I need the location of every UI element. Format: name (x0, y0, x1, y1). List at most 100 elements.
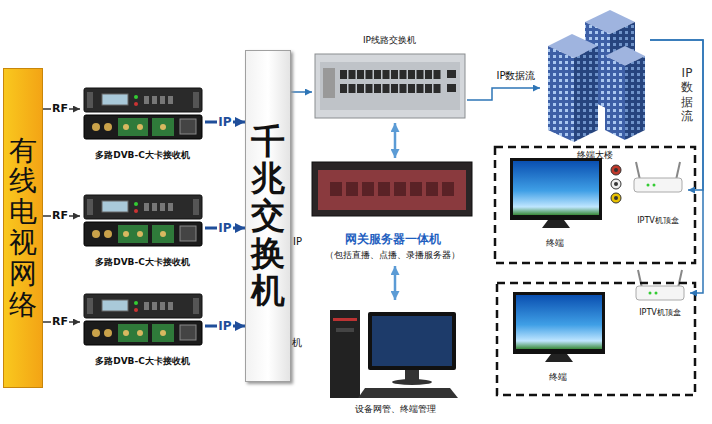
connector (394, 123, 397, 158)
switch-device (315, 54, 465, 118)
pc-icon (392, 379, 432, 385)
pc-icon (372, 316, 452, 366)
switch-device (434, 84, 441, 93)
node-text: 多路DVB-C大卡接收机 (80, 257, 205, 268)
node-text: 多路DVB-C大卡接收机 (80, 150, 205, 161)
tv-icon (542, 220, 570, 228)
node-text: 终端大楼 (540, 150, 650, 161)
switch-device (391, 84, 398, 93)
set-top-box-icon (678, 270, 682, 288)
gateway-server (312, 162, 472, 216)
switch-device (357, 84, 364, 93)
switch-device (447, 70, 456, 78)
av-connectors (611, 165, 621, 203)
node-text: IP线路交换机 (312, 35, 467, 46)
tv-icon (545, 354, 573, 362)
band: 有线电视网络 (3, 68, 43, 388)
connector (650, 40, 703, 293)
connector (394, 266, 397, 300)
switch-device (315, 54, 465, 118)
av-connectors (614, 168, 618, 172)
pc-icon (330, 310, 458, 398)
receiver-device (84, 294, 202, 345)
switch-device (366, 70, 373, 79)
node-text: 设备网管、终端管理 (320, 404, 470, 415)
gateway-server (394, 182, 406, 196)
gateway-server (410, 182, 422, 196)
switch-device (425, 84, 432, 93)
switch-device (349, 70, 356, 79)
flow-label: IP数据流 (681, 66, 693, 124)
gateway-server: 网关服务器一体机 （包括直播、点播、录播服务器） (300, 158, 485, 266)
set-top-box-icon (649, 292, 652, 295)
edge-label: RF (51, 315, 69, 328)
edge-label: IP (217, 221, 232, 235)
building-icon (605, 56, 625, 140)
switch-device (383, 84, 390, 93)
set-top-box-icon (636, 286, 684, 300)
tv-icon (510, 158, 605, 362)
switch-device (340, 70, 347, 79)
switch-device (349, 84, 356, 93)
node-text: （包括直播、点播、录播服务器） (300, 250, 485, 261)
dashed-group (495, 147, 695, 263)
pc-icon (368, 312, 456, 370)
node-text: 有线电视网络 (9, 136, 37, 321)
switch-device (383, 70, 390, 79)
edge-label: IP (217, 115, 232, 129)
switch-device (434, 70, 441, 79)
ip-switch: IP线路交换机 (312, 35, 467, 123)
pc-icon (405, 370, 419, 380)
node-text: 多路DVB-C大卡接收机 (80, 356, 205, 367)
edge-label: IP (217, 319, 232, 333)
switch-device (400, 84, 407, 93)
edge-label: RF (51, 209, 69, 222)
pc-icon (336, 328, 354, 332)
building-icon (548, 46, 574, 142)
pc-icon (333, 318, 357, 321)
gateway-server (312, 162, 472, 216)
set-top-box-icon (634, 162, 684, 300)
dashed-group (497, 283, 695, 395)
switch-device (366, 84, 373, 93)
building-icon (574, 46, 598, 142)
set-top-box: IPTV机顶盒 (630, 266, 690, 324)
port-label: IP (293, 236, 302, 248)
switch-device (408, 70, 415, 79)
gateway-server (426, 182, 438, 196)
set-top-box: IPTV机顶盒 (628, 158, 688, 230)
gateway-server (330, 182, 454, 196)
gateway-server (318, 170, 466, 210)
node-text: IPTV机顶盒 (628, 216, 688, 226)
node-text: 终端 (505, 238, 605, 249)
av-connectors (614, 196, 618, 200)
set-top-box-icon (676, 162, 680, 180)
gateway-server (362, 182, 374, 196)
switch-device (417, 70, 424, 79)
node-text: 终端 (508, 372, 608, 383)
switch-device (408, 84, 415, 93)
node-text: 网关服务器一体机 (300, 232, 485, 246)
av-connectors (614, 182, 618, 186)
receiver-device (84, 195, 202, 246)
switch-device (425, 70, 432, 79)
av-connectors (611, 165, 621, 175)
set-top-box-icon (655, 292, 658, 295)
receiver: 多路DVB-C大卡接收机 (80, 193, 205, 273)
edge-label: IP数据流 (496, 70, 537, 82)
dashed-group (495, 147, 695, 395)
switch-device (357, 70, 364, 79)
switch-device (391, 70, 398, 79)
tv: 终端 (505, 156, 605, 254)
tv-icon (513, 292, 605, 354)
set-top-box-icon (647, 184, 650, 187)
set-top-box-icon (636, 162, 640, 180)
gateway-server (378, 182, 390, 196)
pc: 设备网管、终端管理 (320, 300, 470, 420)
node-text: IPTV机顶盒 (630, 308, 690, 318)
gateway-server (330, 182, 342, 196)
gateway-server (346, 182, 358, 196)
set-top-box-icon (638, 270, 642, 288)
switch-device (374, 70, 381, 79)
